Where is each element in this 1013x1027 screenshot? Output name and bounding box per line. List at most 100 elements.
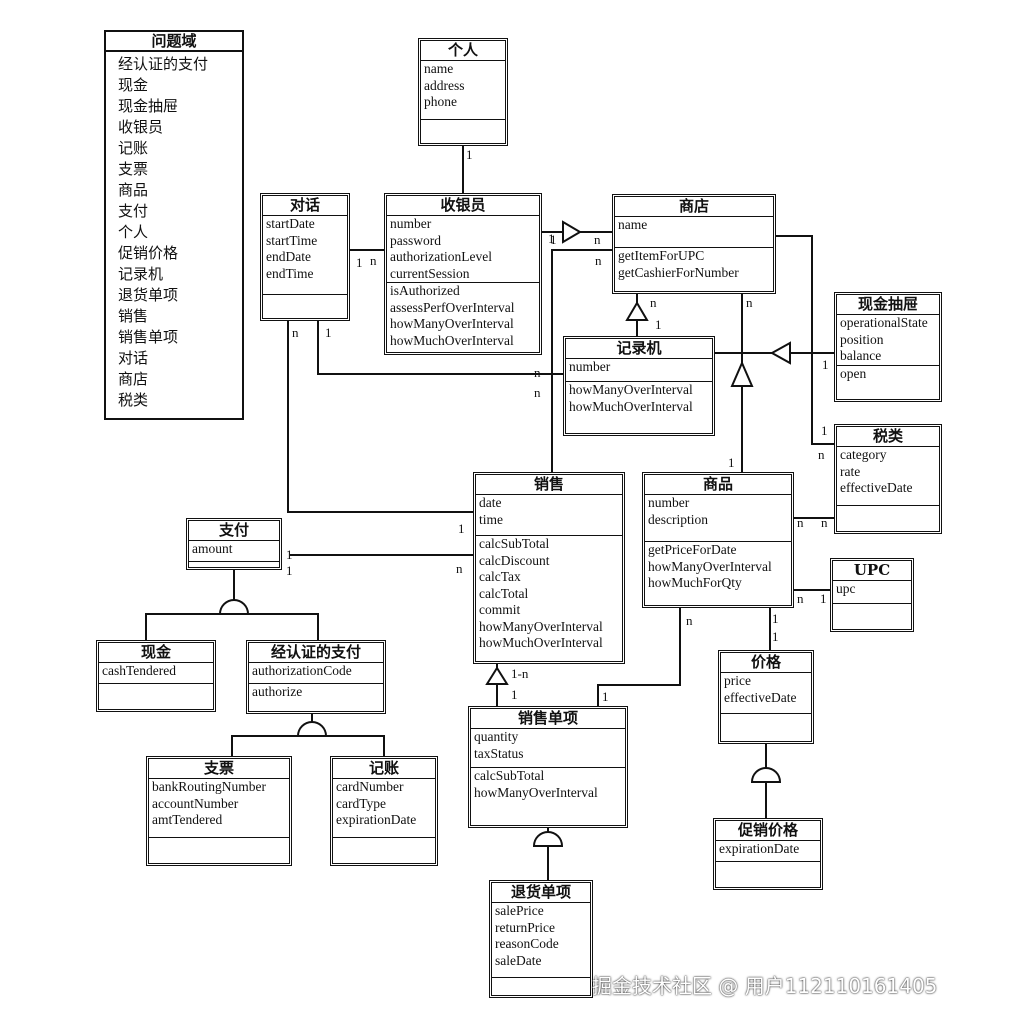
class-attribute: effectiveDate [724,689,797,705]
class-store: 商店 name getItemForUPC getCashierForNumbe… [612,194,776,294]
class-sale-line-item: 销售单项 quantity taxStatus calcSubTotal how… [468,706,628,828]
class-attribute: balance [840,348,882,363]
class-attribute: endTime [266,265,314,281]
domain-item: 现金 [118,76,149,94]
class-attribute: authorizationLevel [390,249,492,264]
multiplicity-label: 1 [772,629,779,644]
class-operation: isAuthorized [390,283,460,298]
class-cashier: 收银员 number password authorizationLevel c… [384,193,542,355]
class-attribute: number [648,495,690,510]
multiplicity-label: 1 [466,147,473,162]
class-attribute: authorizationCode [252,663,352,678]
class-name: UPC [833,561,911,581]
class-tax-category: 税类 category rate effectiveDate [834,424,942,534]
domain-item: 商品 [118,181,149,199]
domain-item: 促销价格 [118,244,179,262]
class-operation: calcSubTotal [479,536,550,551]
class-sale: 销售 date time calcSubTotal calcDiscount c… [473,472,625,664]
class-attribute: category [840,447,887,462]
class-operation: calcTax [479,569,521,584]
class-attribute: price [724,673,751,688]
multiplicity-label: 1 [511,687,518,702]
class-attribute: taxStatus [474,745,524,761]
class-attribute: number [569,359,611,374]
class-attribute: number [390,216,432,231]
class-operation: howMuchOverInterval [569,398,693,414]
domain-item: 销售单项 [118,328,179,346]
class-attribute: currentSession [390,265,470,281]
class-operation: howMuchOverInterval [390,332,514,348]
class-operation: getPriceForDate [648,542,737,557]
class-attribute: cardNumber [336,779,404,794]
class-attribute: salePrice [495,903,544,918]
multiplicity-label: n [821,515,828,530]
class-name: 现金抽屉 [837,295,939,315]
domain-item: 支付 [118,202,149,220]
class-price: 价格 price effectiveDate [718,650,814,744]
class-operation: howMuchOverInterval [479,635,603,650]
class-operation: calcDiscount [479,552,550,568]
class-name: 商店 [615,197,773,217]
class-attribute: saleDate [495,952,542,968]
multiplicity-label: 1 [550,232,557,247]
domain-item: 商店 [118,370,149,388]
class-operation: calcSubTotal [474,768,545,783]
class-attribute: quantity [474,729,519,744]
class-register: 记录机 number howManyOverInterval howMuchOv… [563,336,715,436]
class-name: 记账 [333,759,435,779]
class-operation: howManyOverInterval [479,618,603,634]
class-attribute: expirationDate [719,841,800,856]
multiplicity-label: 1 [820,591,827,606]
watermark-text: 掘金技术社区 @ 用户112110161405 [592,974,938,998]
domain-item: 记录机 [118,265,164,283]
multiplicity-label: n [534,385,541,400]
class-name: 记录机 [566,339,712,359]
multiplicity-label: 1 [548,231,555,246]
class-attribute: name [424,61,454,76]
class-attribute: upc [836,581,856,596]
domain-item: 个人 [118,223,149,241]
multiplicity-label: n [818,447,825,462]
multiplicity-label: n [594,232,601,247]
problem-domain-box: 问题域 经认证的支付 现金 现金抽屉 收银员 记账 支票 商品 支付 个人 促销… [104,30,244,420]
class-attribute: address [424,77,465,93]
class-operation: howMuchForQty [648,575,742,590]
class-name: 价格 [721,653,811,673]
class-attribute: description [648,511,708,527]
domain-item: 支票 [118,160,149,178]
multiplicity-label: n [370,253,377,268]
class-attribute: phone [424,94,457,109]
class-attribute: endDate [266,249,311,264]
class-name: 促销价格 [716,821,820,841]
class-attribute: startTime [266,232,318,248]
class-attribute: rate [840,463,861,479]
multiplicity-label: 1 [772,611,779,626]
class-name: 经认证的支付 [249,643,383,663]
class-check: 支票 bankRoutingNumber accountNumber amtTe… [146,756,292,866]
domain-item: 税类 [118,391,149,409]
multiplicity-label: 1 [325,325,332,340]
multiplicity-label: n [746,295,753,310]
class-attribute: amtTendered [152,812,223,827]
multiplicity-label: n [797,591,804,606]
multiplicity-label: 1 [356,255,363,270]
class-operation: getCashierForNumber [618,264,739,280]
class-attribute: operationalState [840,315,928,330]
domain-item: 经认证的支付 [118,55,209,73]
domain-item: 记账 [118,139,149,157]
multiplicity-label: 1 [286,563,293,578]
class-attribute: date [479,495,502,510]
multiplicity-label: 1 [822,357,829,372]
class-operation: authorize [252,684,303,699]
class-operation: commit [479,602,521,617]
class-operation: howManyOverInterval [474,784,598,800]
problem-domain-title: 问题域 [106,32,242,52]
class-item: 商品 number description getPriceForDate ho… [642,472,794,608]
class-session: 对话 startDate startTime endDate endTime [260,193,350,321]
class-authorized-payment: 经认证的支付 authorizationCode authorize [246,640,386,714]
class-operation: open [840,365,867,381]
problem-domain-list: 经认证的支付 现金 现金抽屉 收银员 记账 支票 商品 支付 个人 促销价格 记… [106,52,242,411]
class-name: 现金 [99,643,213,663]
class-payment: 支付 amount [186,518,282,570]
